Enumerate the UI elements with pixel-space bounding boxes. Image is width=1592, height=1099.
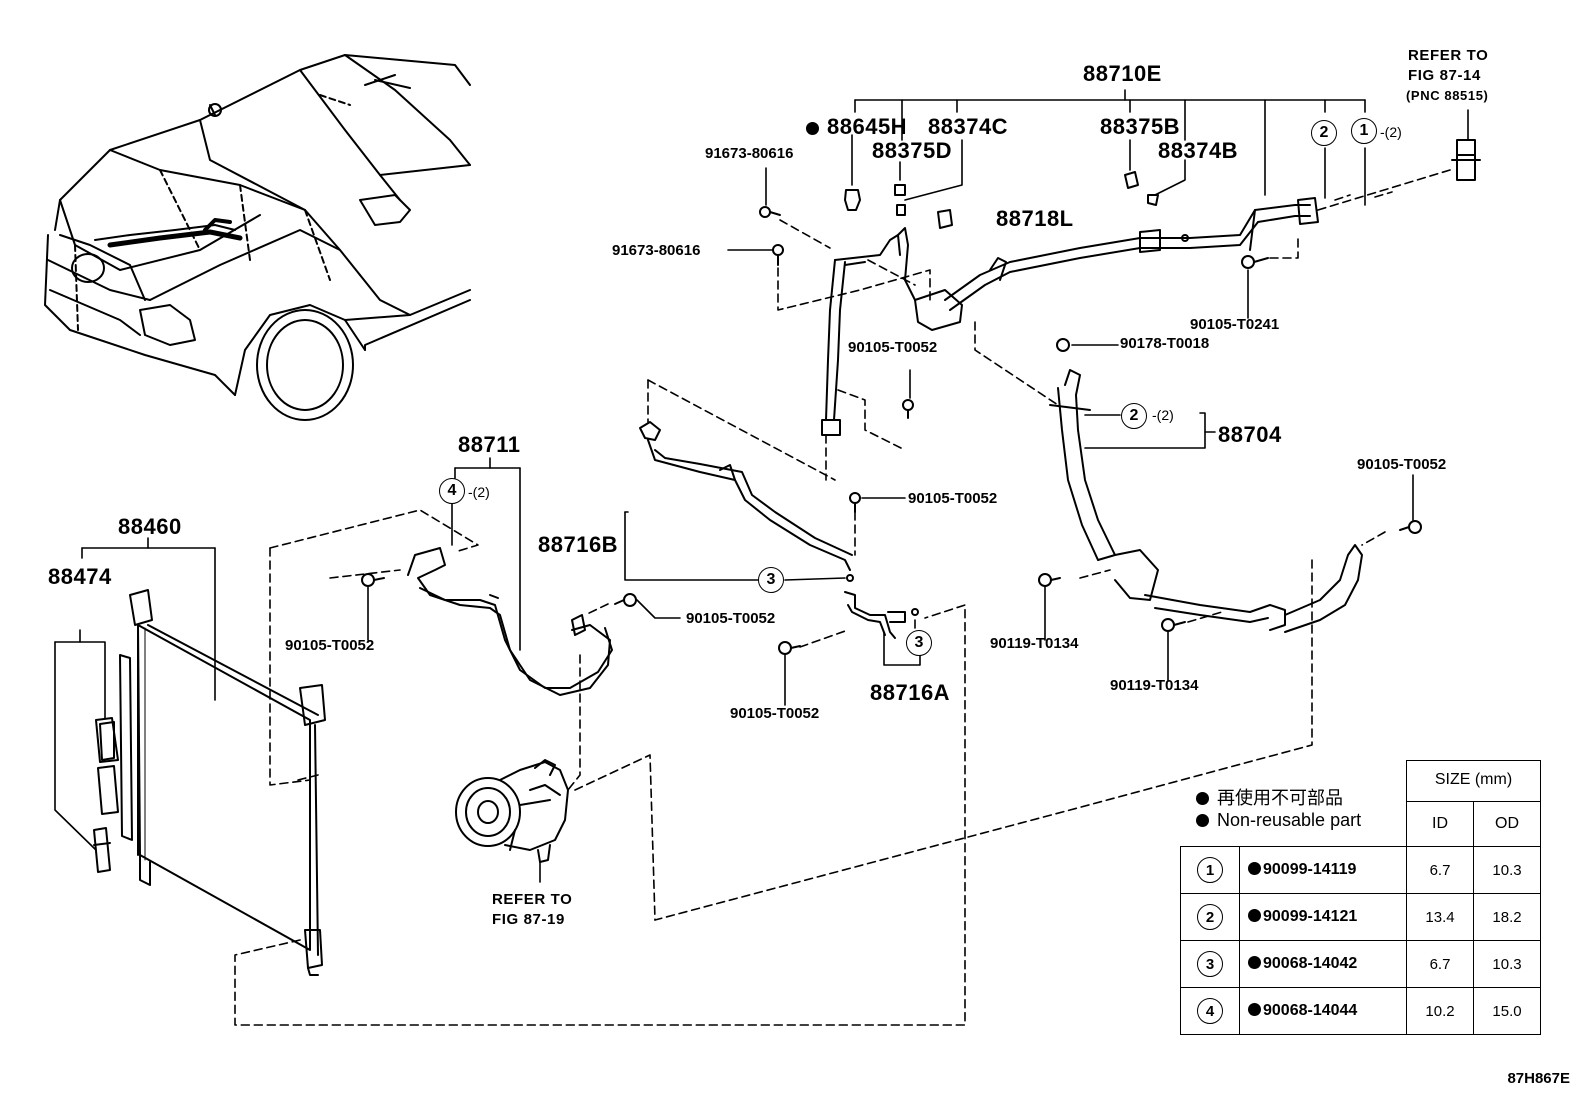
leader-88711 — [451, 457, 521, 651]
bolt-90105-t0241: 90105-T0241 — [1190, 316, 1280, 333]
legend-non-reusable-jp: 再使用不可部品 — [1196, 784, 1343, 810]
callout-2-top: 2 — [1311, 120, 1337, 146]
non-reusable-dot-icon — [1248, 1003, 1261, 1016]
size-header: SIZE (mm) — [1406, 759, 1541, 801]
bolt-90178-t0018: 90178-T0018 — [1120, 335, 1210, 352]
illustration-code: 87H867E — [1507, 1070, 1570, 1087]
legend-dot-icon — [1196, 792, 1209, 805]
row-part: 90068-14042 — [1263, 955, 1358, 972]
row-id: 10.2 — [1406, 987, 1474, 1035]
part-88375d-label: 88375D — [872, 138, 953, 163]
table-row: 1 90099-14119 6.7 10.3 — [1180, 846, 1541, 894]
refer-fig-87-19-line1: REFER TO — [492, 891, 573, 908]
row-part: 90068-14044 — [1263, 1002, 1358, 1019]
col-id-header: ID — [1406, 801, 1474, 847]
row-od: 18.2 — [1473, 893, 1541, 941]
sensor-parts — [844, 109, 1481, 229]
refer-fig-87-14-line3: (PNC 88515) — [1406, 88, 1489, 103]
refer-fig-87-14-line2: FIG 87-14 — [1408, 67, 1481, 84]
table-row: 2 90099-14121 13.4 18.2 — [1180, 893, 1541, 941]
row-od: 10.3 — [1473, 940, 1541, 988]
part-88374c-label: 88374C — [928, 114, 1009, 139]
row-index: 4 — [1197, 998, 1223, 1024]
row-id: 6.7 — [1406, 940, 1474, 988]
part-88460-label: 88460 — [118, 514, 182, 539]
dashed-lines — [234, 169, 1451, 1026]
callout-4-qty: -(2) — [468, 484, 490, 500]
legend-jp-text: 再使用不可部品 — [1217, 788, 1343, 808]
part-88718l-label: 88718L — [996, 206, 1074, 231]
part-88710e-label: 88710E — [1083, 61, 1162, 86]
legend-en-text: Non-reusable part — [1217, 810, 1362, 830]
row-id: 6.7 — [1406, 846, 1474, 894]
compressor — [455, 759, 569, 863]
part-88716a-label: 88716A — [870, 680, 951, 705]
part-88716b-label: 88716B — [538, 532, 619, 557]
part-88375b-label: 88375B — [1100, 114, 1181, 139]
table-row: 3 90068-14042 6.7 10.3 — [1180, 940, 1541, 988]
part-88645h-label: 88645H — [806, 116, 907, 138]
non-reusable-dot-icon — [1248, 956, 1261, 969]
row-index: 3 — [1197, 951, 1223, 977]
pipe-88711 — [407, 547, 613, 696]
hose-88704 — [1049, 369, 1363, 633]
leader-88716 — [624, 511, 921, 666]
legend-dot-icon — [1196, 814, 1209, 827]
bolt-91673-80616-upper: 91673-80616 — [705, 145, 794, 162]
legend-non-reusable-en: Non-reusable part — [1196, 810, 1361, 831]
row-od: 15.0 — [1473, 987, 1541, 1035]
bolt-90105-t0052-88716a: 90105-T0052 — [730, 705, 820, 722]
row-part: 90099-14119 — [1263, 861, 1357, 878]
refer-fig-87-14-line1: REFER TO — [1408, 47, 1489, 64]
bolt-90119-t0134-a: 90119-T0134 — [990, 635, 1079, 652]
bolt-90105-t0052-right: 90105-T0052 — [1357, 456, 1447, 473]
non-reusable-dot-icon — [806, 122, 819, 135]
bolt-90105-t0052-compressor: 90105-T0052 — [686, 610, 776, 627]
bolt-91673-80616-lower: 91673-80616 — [612, 242, 701, 259]
part-88474-label: 88474 — [48, 564, 112, 589]
row-index: 1 — [1197, 857, 1223, 883]
part-88711-label: 88711 — [458, 432, 521, 457]
bolt-90105-t0052-mid: 90105-T0052 — [908, 490, 998, 507]
callout-4: 4 — [439, 478, 465, 504]
pipe-88716a — [844, 591, 919, 639]
leader-88704 — [1084, 412, 1216, 449]
callout-3-88716b: 3 — [758, 567, 784, 593]
bolt-90105-t0052-left: 90105-T0052 — [285, 637, 375, 654]
row-index: 2 — [1197, 904, 1223, 930]
vehicle-illustration — [44, 54, 471, 421]
callout-2-qty: -(2) — [1152, 407, 1174, 423]
callout-3-88716a: 3 — [906, 630, 932, 656]
leader-88710e — [851, 89, 1366, 206]
leader-88474 — [54, 629, 106, 851]
part-88374b-label: 88374B — [1158, 138, 1239, 163]
oring-size-table: SIZE (mm) ID OD 1 90099-14119 6.7 10.3 2… — [1180, 759, 1541, 1035]
non-reusable-dot-icon — [1248, 862, 1261, 875]
bolt-leaders — [367, 167, 1414, 706]
bolt-90105-t0052-center: 90105-T0052 — [848, 339, 938, 356]
part-88645h-text: 88645H — [827, 114, 908, 139]
bolts-upper — [361, 206, 1422, 655]
callout-2-mid: 2 — [1121, 403, 1147, 429]
condenser — [119, 589, 326, 976]
refer-fig-87-19-line2: FIG 87-19 — [492, 911, 565, 928]
leader-88460 — [81, 537, 216, 701]
callout-1-qty: -(2) — [1380, 124, 1402, 140]
part-88704-label: 88704 — [1218, 422, 1282, 447]
non-reusable-dot-icon — [1248, 909, 1261, 922]
row-part: 90099-14121 — [1263, 908, 1358, 925]
callout-1-top: 1 — [1351, 118, 1377, 144]
table-row: 4 90068-14044 10.2 15.0 — [1180, 987, 1541, 1035]
row-id: 13.4 — [1406, 893, 1474, 941]
row-od: 10.3 — [1473, 846, 1541, 894]
bolt-90119-t0134-b: 90119-T0134 — [1110, 677, 1199, 694]
pipe-88710e — [821, 197, 1319, 436]
col-od-header: OD — [1473, 801, 1541, 847]
pipe-88716b — [639, 421, 854, 582]
filter-88474 — [93, 717, 119, 873]
